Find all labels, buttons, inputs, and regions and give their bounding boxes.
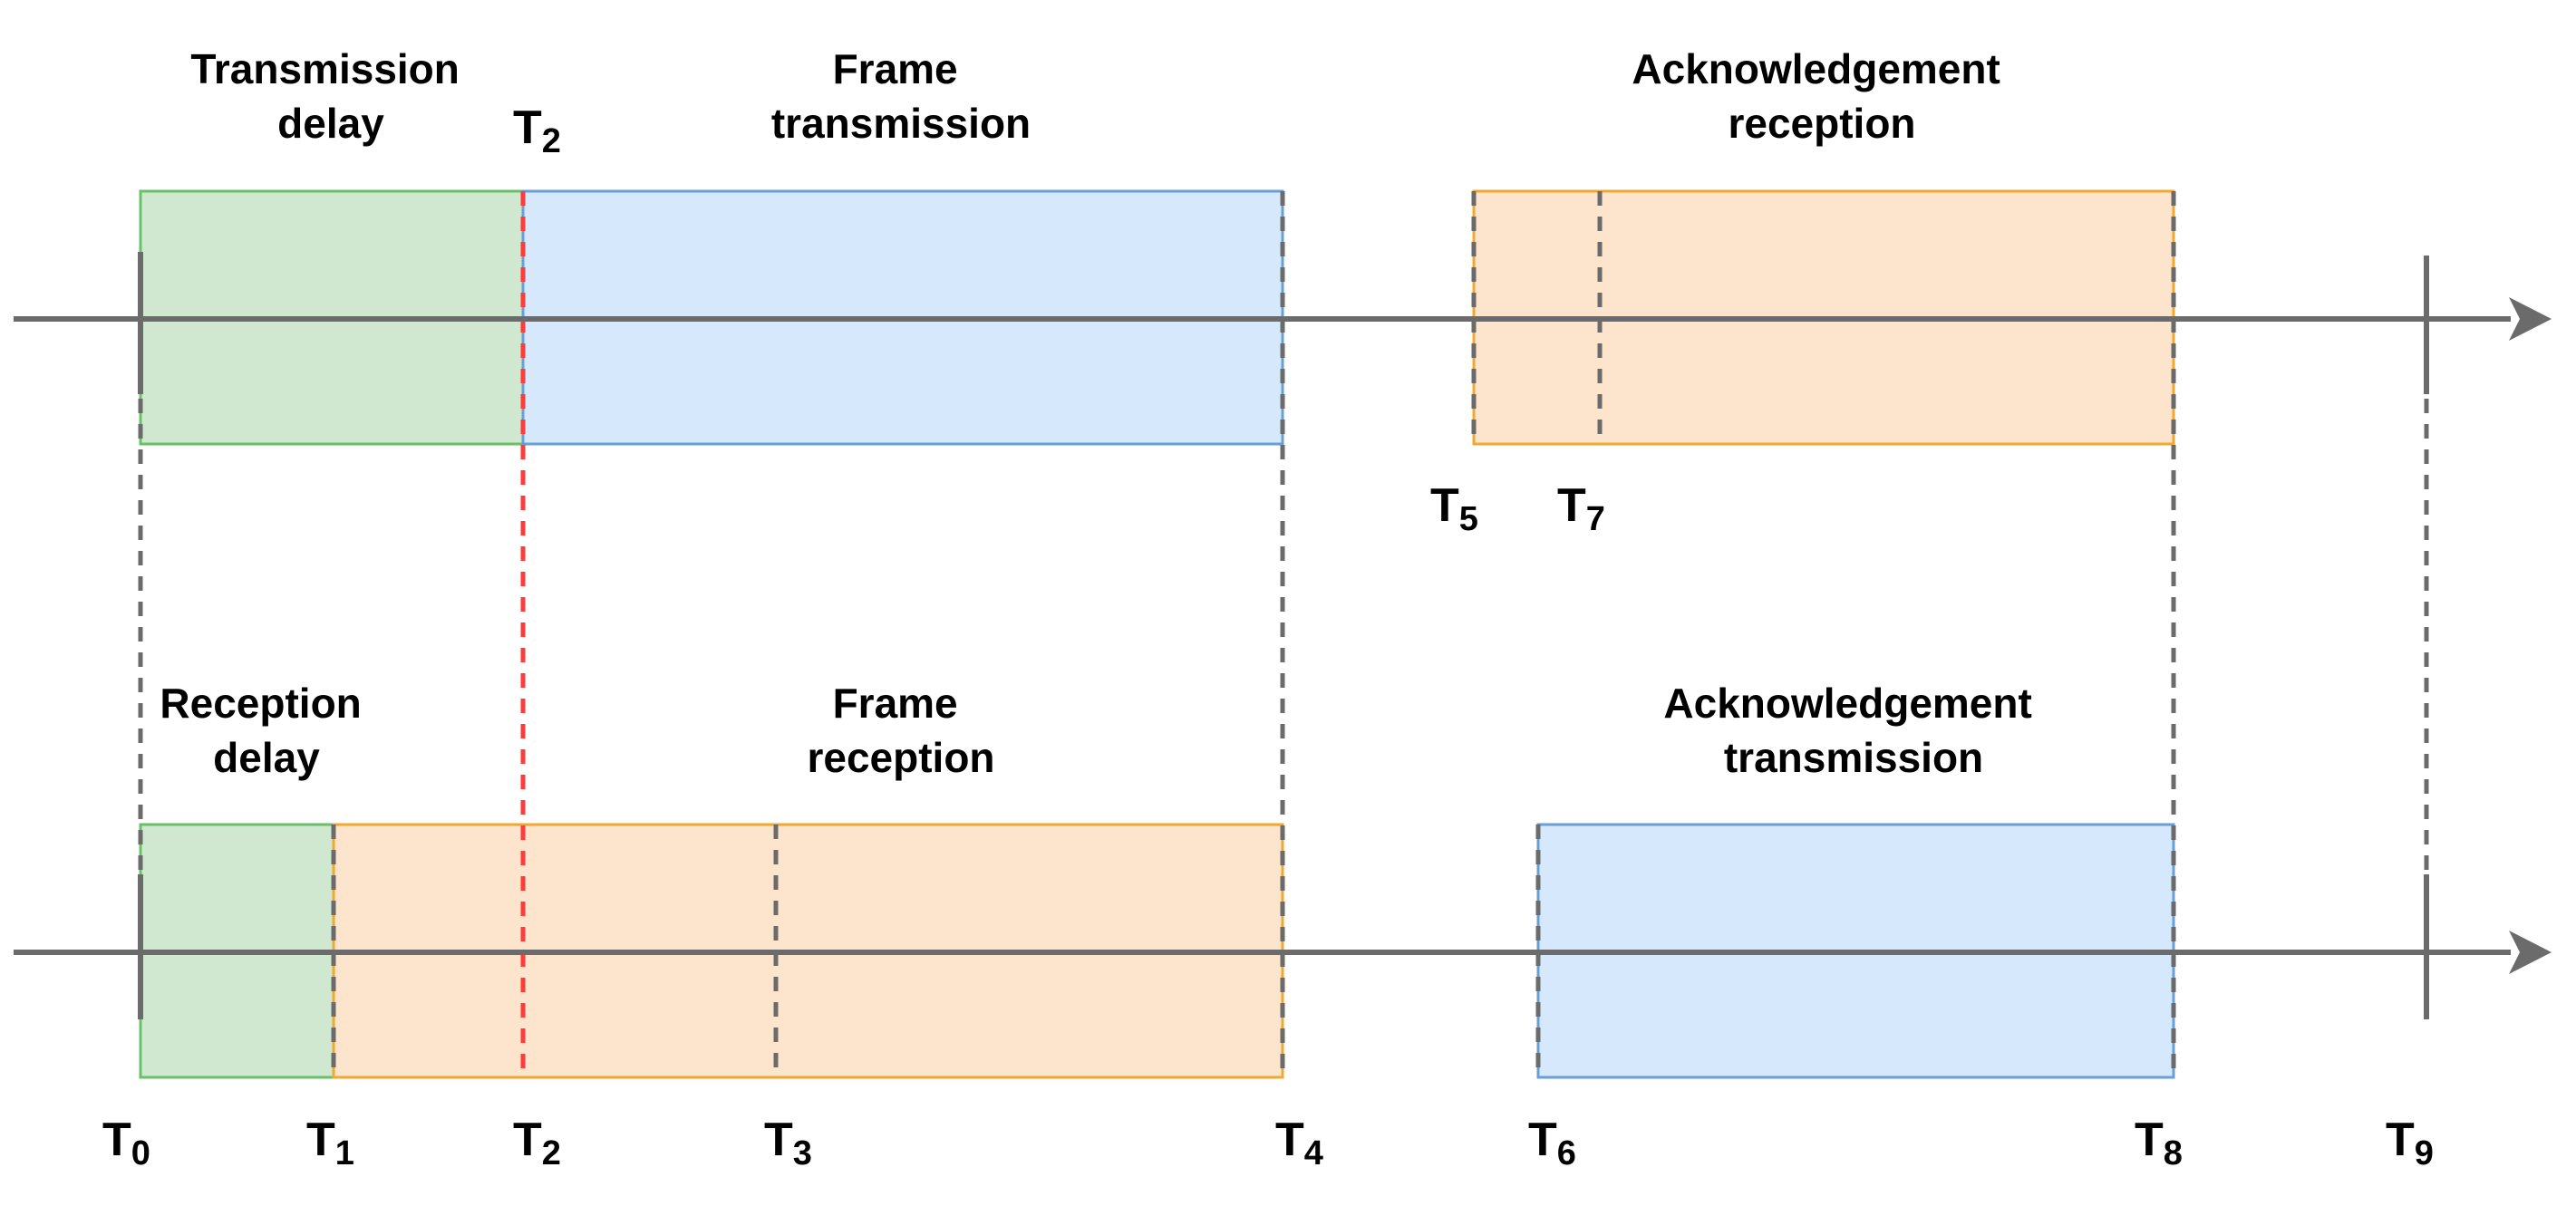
- t9-label: T9: [2386, 1114, 2434, 1172]
- t5-label: T5: [1430, 479, 1478, 538]
- bottom-axis-arrowhead: [2509, 931, 2552, 974]
- top-axis-arrowhead: [2509, 297, 2552, 341]
- transmission-delay-label: Transmission delay: [190, 45, 470, 147]
- t7-label: T7: [1557, 479, 1605, 538]
- t4-label: T4: [1275, 1114, 1323, 1172]
- t1-label: T1: [306, 1114, 354, 1172]
- ack-transmission-label: Acknowledgement transmission: [1663, 680, 2043, 781]
- frame-reception-label: Frame reception: [807, 680, 994, 781]
- t0-label: T0: [102, 1114, 150, 1172]
- frame-transmission-label: Frame transmission: [771, 45, 1031, 147]
- ack-reception-label: Acknowledgement reception: [1632, 45, 2011, 147]
- t2-top-label: T2: [513, 101, 561, 160]
- t8-label: T8: [2135, 1114, 2183, 1172]
- reception-delay-label: Reception delay: [160, 680, 373, 781]
- t3-label: T3: [764, 1114, 812, 1172]
- t6-label: T6: [1528, 1114, 1576, 1172]
- t2-label: T2: [513, 1114, 561, 1172]
